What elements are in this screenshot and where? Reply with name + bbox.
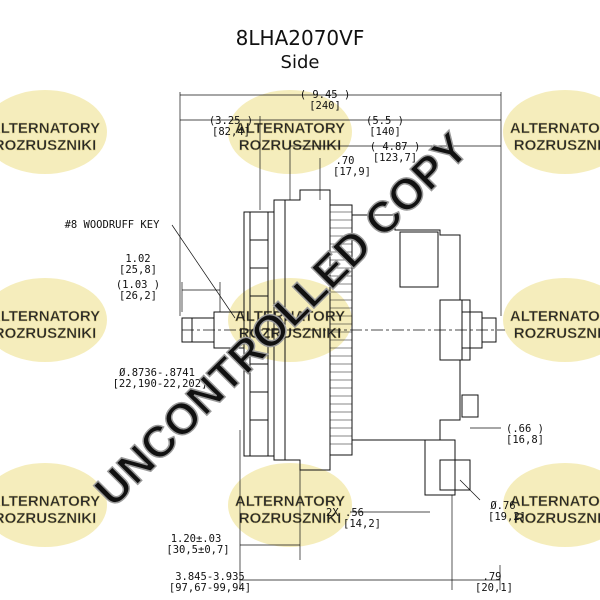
dimension-labels: ( 9.45 ) [240] (3.25 ) [82,4] (5.5 ) [14…	[65, 89, 544, 594]
svg-text:ROZRUSZNIKI: ROZRUSZNIKI	[0, 510, 96, 527]
dim-mount-span-mm: [97,67-99,94]	[169, 582, 251, 594]
dimension-lines	[171, 92, 502, 590]
dim-mount-hole: Ø.76	[490, 500, 515, 512]
svg-text:ALTERNATORY: ALTERNATORY	[0, 120, 100, 137]
dim-rear-offset: .79	[483, 571, 502, 583]
dim-ear-width-mm: [14,2]	[343, 518, 381, 530]
dim-rear-length-mm: [140]	[369, 126, 401, 138]
dim-shaft-length-mm: [26,2]	[119, 290, 157, 302]
svg-text:ROZRUSZNIKI: ROZRUSZNIKI	[0, 137, 96, 154]
dim-terminal-offset-mm: [16,8]	[506, 434, 544, 446]
regulator	[399, 231, 439, 288]
svg-text:ALTERNATORY: ALTERNATORY	[510, 308, 600, 325]
dim-housing-length: ( 4.87 )	[370, 141, 421, 153]
svg-text:ALTERNATORY: ALTERNATORY	[0, 493, 100, 510]
dim-flange-offset-mm: [30,5±0,7]	[166, 544, 229, 556]
logo-mid-center: ALTERNATORY ROZRUSZNIKI	[228, 278, 352, 362]
svg-text:ALTERNATORY: ALTERNATORY	[510, 120, 600, 137]
svg-text:ALTERNATORY: ALTERNATORY	[510, 493, 600, 510]
alternator-body	[181, 189, 505, 496]
dim-flange-width-mm: [17,9]	[333, 166, 371, 178]
dim-terminal-offset: (.66 )	[506, 423, 544, 435]
dim-ear-width: 2X .56	[326, 507, 364, 519]
dim-front-length: (3.25 )	[209, 115, 253, 127]
dim-flange-offset: 1.20±.03	[171, 533, 222, 545]
logo-mid-right: ALTERNATORY ROZRUSZNIKI	[503, 278, 600, 362]
dim-key-position-mm: [25,8]	[119, 264, 157, 276]
svg-text:ALTERNATORY: ALTERNATORY	[235, 493, 345, 510]
logo-top-right: ALTERNATORY ROZRUSZNIKI	[503, 90, 600, 174]
dim-overall-length: ( 9.45 )	[300, 89, 351, 101]
woodruff-key-label: #8 WOODRUFF KEY	[65, 219, 161, 231]
logo-mid-left: ALTERNATORY ROZRUSZNIKI	[0, 278, 107, 362]
dim-front-length-mm: [82,4]	[212, 126, 250, 138]
dim-shaft-length: (1.03 )	[116, 279, 160, 291]
dim-shaft-diameter: Ø.8736-.8741	[119, 367, 195, 379]
drawing-view-label: Side	[280, 52, 320, 73]
rear-housing	[351, 214, 471, 441]
dim-rear-offset-mm: [20,1]	[475, 582, 513, 594]
svg-text:ROZRUSZNIKI: ROZRUSZNIKI	[239, 510, 342, 527]
logo-top-left: ALTERNATORY ROZRUSZNIKI	[0, 90, 107, 174]
svg-text:ROZRUSZNIKI: ROZRUSZNIKI	[0, 325, 96, 342]
svg-text:ALTERNATORY: ALTERNATORY	[235, 308, 345, 325]
dim-overall-length-mm: [240]	[309, 100, 341, 112]
svg-text:ALTERNATORY: ALTERNATORY	[235, 120, 345, 137]
dim-housing-length-mm: [123,7]	[373, 152, 417, 164]
dim-mount-hole-mm: [19,2]	[488, 511, 526, 523]
mounting-foot	[424, 439, 456, 496]
svg-text:ROZRUSZNIKI: ROZRUSZNIKI	[514, 137, 600, 154]
svg-text:ALTERNATORY: ALTERNATORY	[0, 308, 100, 325]
watermark-logos: ALTERNATORY ROZRUSZNIKI ALTERNATORY ROZR…	[0, 90, 600, 547]
svg-text:ROZRUSZNIKI: ROZRUSZNIKI	[514, 510, 600, 527]
front-housing	[273, 189, 331, 471]
logo-bottom-right: ALTERNATORY ROZRUSZNIKI	[503, 463, 600, 547]
ground-terminal	[461, 394, 479, 418]
svg-text:ROZRUSZNIKI: ROZRUSZNIKI	[239, 325, 342, 342]
logo-bottom-center: ALTERNATORY ROZRUSZNIKI	[228, 463, 352, 547]
dim-mount-span: 3.845-3.935	[175, 571, 245, 583]
svg-text:ROZRUSZNIKI: ROZRUSZNIKI	[514, 325, 600, 342]
dim-shaft-diameter-mm: [22,190-22,202]	[113, 378, 208, 390]
dim-flange-width: .70	[336, 155, 355, 167]
dim-key-position: 1.02	[125, 253, 150, 265]
uncontrolled-copy-watermark: UNCONTROLLED COPY	[86, 124, 478, 516]
logo-bottom-left: ALTERNATORY ROZRUSZNIKI	[0, 463, 107, 547]
dim-rear-length: (5.5 )	[366, 115, 404, 127]
drawing-title: 8LHA2070VF	[235, 26, 365, 50]
